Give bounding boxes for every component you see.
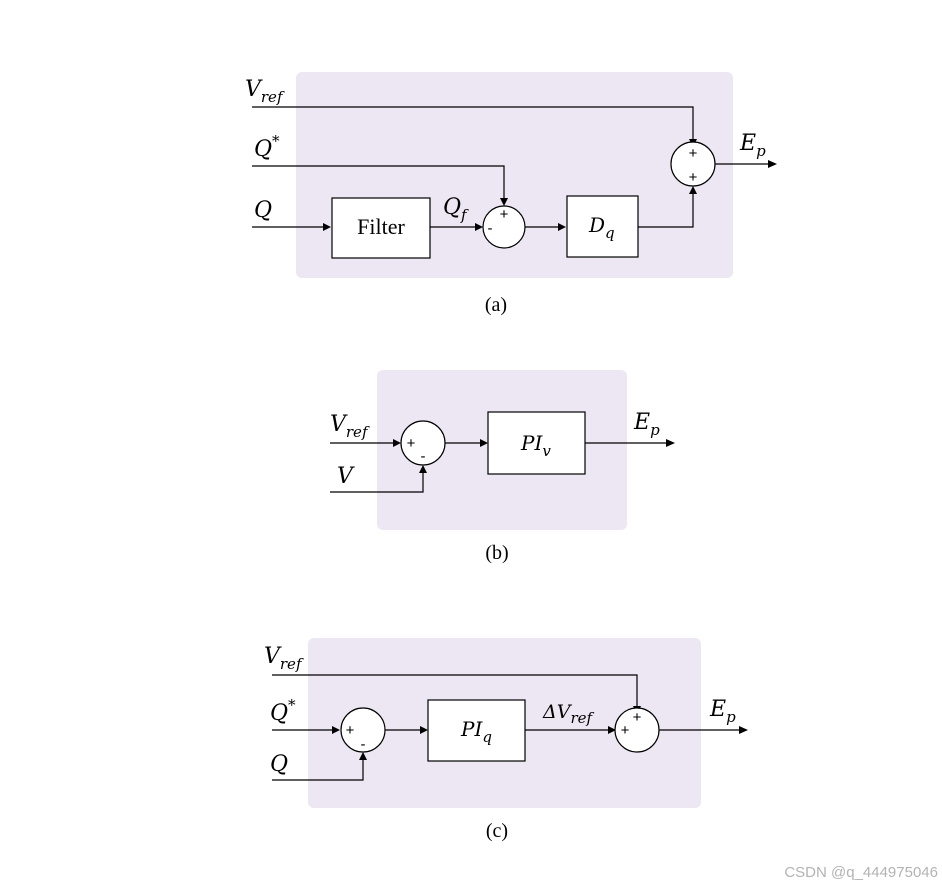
sum-c1-bottom-sign: - [361, 736, 366, 753]
summing-junction-c2 [614, 707, 660, 753]
dq-block [566, 195, 639, 258]
qf-label: Qf [443, 195, 469, 224]
arrowhead [323, 223, 331, 231]
pi-q-block [427, 699, 526, 762]
arrowhead [480, 439, 488, 447]
ep-label-a: Ep [739, 131, 766, 160]
diagram-a: Filter Dq + - + + Vref Q* Q Qf Ep (a) [245, 72, 777, 316]
arrowhead [689, 186, 697, 194]
caption-b: (b) [485, 542, 508, 564]
arrowhead [608, 726, 616, 734]
sum2-bottom-sign: + [689, 169, 698, 186]
filter-label: Filter [357, 214, 405, 239]
dvref-label-c: ΔVref [542, 701, 595, 727]
arrowhead [739, 726, 748, 734]
sum1-top-sign: + [500, 206, 509, 223]
arrowhead [768, 160, 777, 168]
arrowhead [558, 223, 566, 231]
caption-a: (a) [485, 294, 507, 316]
sum-c2-top-sign: + [633, 709, 642, 726]
vref-label-a: Vref [245, 77, 285, 106]
summing-junction-1 [482, 205, 526, 249]
sum-b-bottom-sign: - [421, 448, 426, 465]
pi-v-block [487, 411, 586, 475]
q-label-c: Q [270, 752, 288, 777]
arrowhead [359, 752, 367, 760]
arrowhead [420, 726, 428, 734]
summing-junction-c1 [340, 707, 386, 753]
filter-block [331, 197, 431, 259]
vref-label-c: Vref [264, 644, 304, 673]
qstar-label-c: Q* [270, 696, 296, 726]
ep-label-b: Ep [633, 410, 660, 439]
summing-junction-b [400, 420, 446, 466]
summing-junction-2 [670, 141, 716, 187]
arrowhead [666, 439, 675, 447]
arrowhead [332, 726, 340, 734]
sum-c2-left-sign: + [621, 722, 630, 739]
pi-q-label: PIq [460, 717, 492, 746]
arrowhead [393, 439, 401, 447]
v-label-b: V [337, 464, 355, 489]
qstar-label-a: Q* [254, 132, 280, 162]
pi-v-label: PIv [520, 431, 551, 460]
dq-to-sum2-wire [638, 192, 694, 228]
arrowhead [475, 223, 483, 231]
qstar-wire-a [252, 165, 505, 200]
vref-wire-c [272, 674, 638, 708]
q-wire-c [272, 758, 364, 781]
ep-label-c: Ep [709, 697, 736, 726]
diagram-c: PIq + - + + Vref Q* Q ΔVref Ep (c) [264, 638, 748, 842]
vref-label-b: Vref [330, 412, 370, 441]
dq-label: Dq [588, 213, 615, 242]
diagram-b: PIv + - Vref V Ep (b) [330, 370, 675, 564]
sum-b-left-sign: + [407, 435, 416, 452]
sum-c1-left-sign: + [346, 722, 355, 739]
sum2-top-sign: + [689, 145, 698, 162]
arrowhead [500, 198, 508, 206]
caption-c: (c) [486, 820, 508, 842]
arrowhead [419, 465, 427, 473]
v-wire-b [330, 471, 424, 493]
vref-wire-a [252, 106, 694, 141]
sum1-left-sign: - [488, 220, 493, 237]
watermark: CSDN @q_444975046 [784, 864, 938, 881]
q-label-a: Q [254, 198, 272, 223]
